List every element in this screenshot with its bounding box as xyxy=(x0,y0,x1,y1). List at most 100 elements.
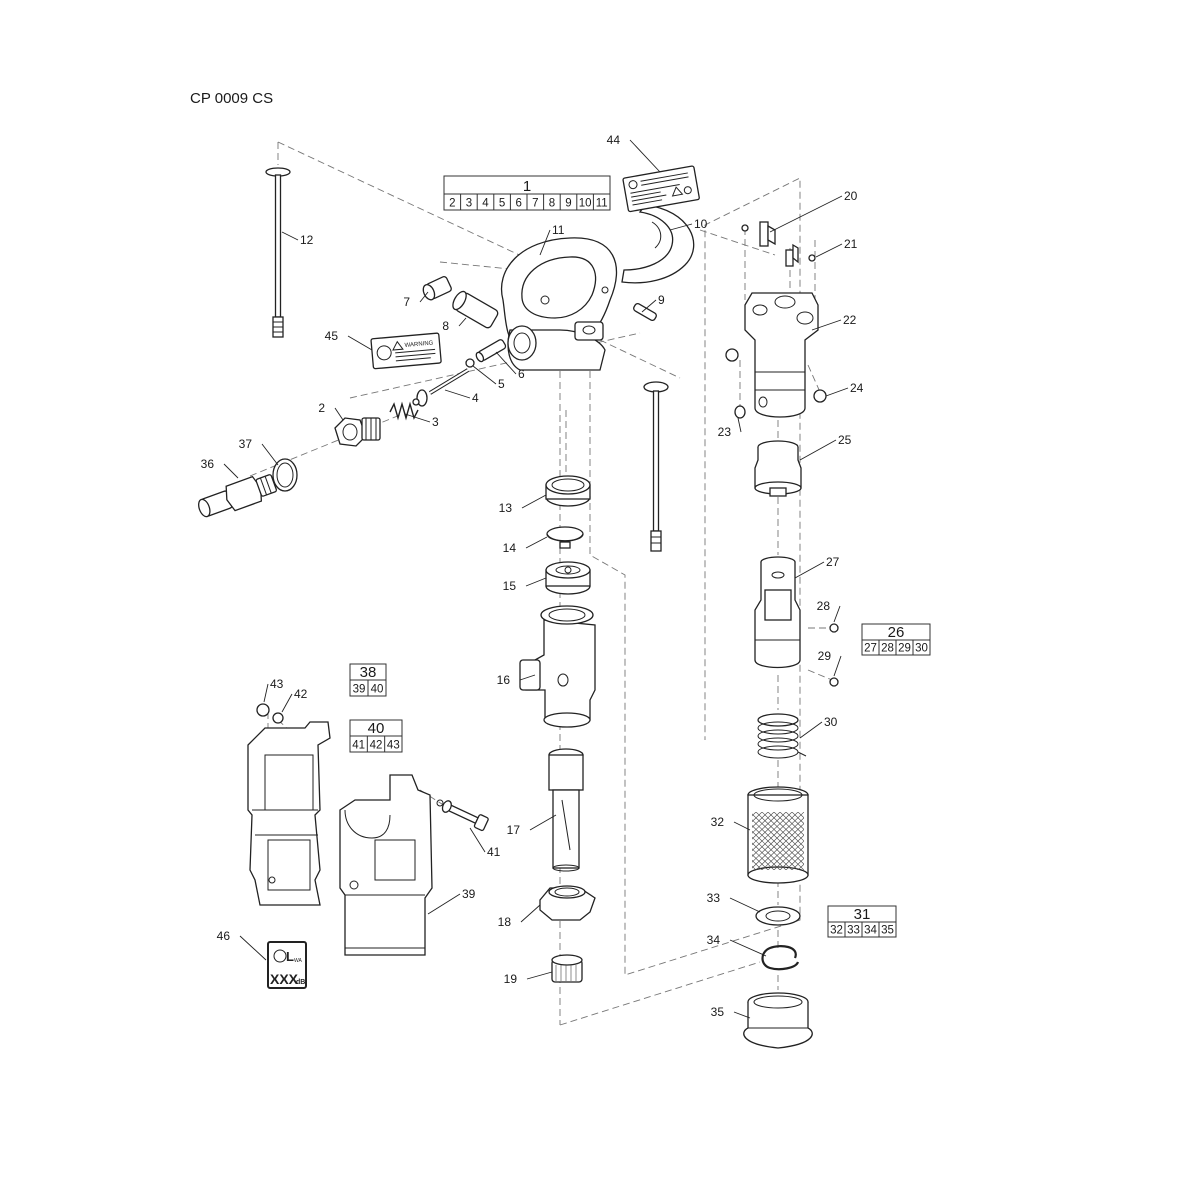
callout-leader-14 xyxy=(525,536,548,549)
callout-leader-45 xyxy=(347,335,373,351)
group-item-39: 39 xyxy=(353,684,366,696)
part-02-fitting xyxy=(334,417,381,447)
part-40-inner-housing xyxy=(247,721,331,906)
callout-leader-9 xyxy=(641,299,657,313)
part-11-handle xyxy=(500,237,618,371)
callout-label-30: 30 xyxy=(824,715,838,729)
callout-leader-24 xyxy=(825,387,849,397)
callout-label-39: 39 xyxy=(462,887,476,901)
callout-leader-29 xyxy=(833,655,842,677)
callout-label-11: 11 xyxy=(552,223,565,237)
callout-label-12: 12 xyxy=(300,233,314,247)
part-39-muffler-housing xyxy=(339,774,444,956)
callout-label-21: 21 xyxy=(844,237,858,251)
group-item-10: 10 xyxy=(579,198,592,210)
callout-leader-23 xyxy=(737,417,742,433)
callout-4: 4 xyxy=(444,389,479,405)
callout-27: 27 xyxy=(794,555,840,579)
callout-leader-37 xyxy=(261,443,279,466)
group-item-43: 43 xyxy=(387,740,400,752)
callout-leader-21 xyxy=(815,243,843,258)
part-44-data-plate xyxy=(622,165,700,213)
group-head-38: 38 xyxy=(360,664,377,681)
callout-label-33: 33 xyxy=(707,891,721,905)
part-14-valve-disc xyxy=(546,526,584,549)
callout-label-36: 36 xyxy=(201,457,215,471)
callout-3: 3 xyxy=(404,413,439,429)
group-item-28: 28 xyxy=(881,643,894,655)
callout-20: 20 xyxy=(769,189,858,233)
group-item-42: 42 xyxy=(370,740,383,752)
callout-46: 46 xyxy=(217,929,267,961)
callout-33: 33 xyxy=(707,891,761,913)
part-16-cylinder xyxy=(519,605,596,728)
callout-label-25: 25 xyxy=(838,433,852,447)
callout-leader-43 xyxy=(263,683,269,703)
sound-label-sub: WA xyxy=(294,958,303,964)
part-34-snap-ring xyxy=(761,945,800,971)
callout-42: 42 xyxy=(281,687,308,713)
callout-leader-8 xyxy=(458,317,467,327)
part-36-hose-nipple xyxy=(198,474,277,518)
callout-leader-15 xyxy=(525,577,547,587)
group-item-5: 5 xyxy=(499,198,505,210)
callout-leader-30 xyxy=(799,721,823,739)
callout-21: 21 xyxy=(815,237,858,258)
callout-leader-7 xyxy=(419,291,429,303)
callout-label-14: 14 xyxy=(503,541,517,555)
part-42-washer xyxy=(272,712,284,724)
group-item-32: 32 xyxy=(830,925,843,937)
part-19-knurled-nut xyxy=(551,954,583,983)
callout-label-24: 24 xyxy=(850,381,864,395)
callout-leader-33 xyxy=(729,897,761,913)
part-41-bolt xyxy=(441,800,489,832)
callout-37: 37 xyxy=(239,437,279,466)
callout-leader-17 xyxy=(529,814,557,831)
callout-leader-2 xyxy=(334,407,344,421)
callout-leader-11 xyxy=(539,229,551,256)
callout-leader-25 xyxy=(799,439,837,461)
callout-label-44: 44 xyxy=(607,133,621,147)
callout-leader-27 xyxy=(794,561,825,579)
callout-7: 7 xyxy=(403,291,429,309)
callout-label-15: 15 xyxy=(503,579,517,593)
part-15-valve-housing xyxy=(545,561,591,595)
callout-16: 16 xyxy=(497,673,536,687)
callout-35: 35 xyxy=(711,1005,751,1019)
callout-leader-22 xyxy=(811,319,842,331)
callout-30: 30 xyxy=(799,715,838,739)
callout-36: 36 xyxy=(201,457,239,479)
callout-label-2: 2 xyxy=(318,401,325,415)
warning-sticker-text: WARNING xyxy=(404,340,434,349)
callout-23: 23 xyxy=(718,417,742,439)
part-28-ball xyxy=(829,623,839,633)
part-05-o-ring xyxy=(465,358,475,368)
callout-label-28: 28 xyxy=(817,599,831,613)
callout-9: 9 xyxy=(641,293,665,313)
callout-22: 22 xyxy=(811,313,857,331)
diagram-title: CP 0009 CS xyxy=(190,90,274,107)
callout-5: 5 xyxy=(472,365,505,391)
callout-label-7: 7 xyxy=(403,295,410,309)
group-head-1: 1 xyxy=(523,178,531,195)
part-30-spring xyxy=(757,713,807,759)
part-46-sound-label: L WA XXX dB xyxy=(267,941,307,989)
callout-leader-10 xyxy=(669,223,693,231)
group-item-6: 6 xyxy=(515,198,521,210)
part-06-tube xyxy=(475,339,507,363)
group-item-4: 4 xyxy=(482,198,489,210)
part-12-tie-rod xyxy=(265,167,291,338)
part-09-pin xyxy=(633,302,657,322)
part-23-nut xyxy=(734,405,746,419)
callout-leader-35 xyxy=(733,1011,751,1019)
callout-leader-41 xyxy=(469,827,486,853)
callout-leader-34 xyxy=(729,939,767,957)
callout-19: 19 xyxy=(504,971,553,986)
callout-6: 6 xyxy=(495,351,525,381)
callout-label-46: 46 xyxy=(217,929,231,943)
callout-label-18: 18 xyxy=(498,915,512,929)
callout-label-43: 43 xyxy=(270,677,284,691)
